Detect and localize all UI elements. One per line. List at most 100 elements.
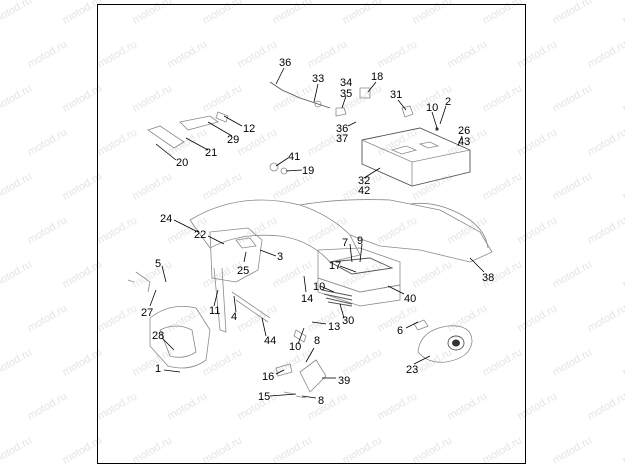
frame-tube-part (409, 203, 489, 249)
watermark-text: motod.ru (236, 214, 280, 246)
strap-part (231, 291, 271, 323)
watermark-text: motod.ru (131, 0, 175, 27)
support-rod-part (213, 267, 227, 333)
right-cover-cap (447, 335, 465, 351)
mount-plate-part (299, 359, 327, 393)
watermark-text: motod.ru (446, 38, 490, 70)
watermark-text: motod.ru (271, 0, 315, 27)
watermark-text: motod.ru (0, 346, 34, 378)
callout-29: 29 (227, 134, 239, 146)
callout-41: 41 (288, 151, 300, 163)
side-cover-part (209, 227, 263, 283)
watermark-text: motod.ru (621, 258, 625, 290)
watermark-text: motod.ru (201, 170, 245, 202)
callout-30: 30 (342, 315, 354, 327)
watermark-text: motod.ru (586, 214, 625, 246)
callout-7: 7 (342, 237, 348, 249)
watermark-text: motod.ru (131, 258, 175, 290)
watermark-text: motod.ru (0, 258, 34, 290)
callout-40: 40 (404, 293, 416, 305)
callout-36: 36 (279, 57, 291, 69)
diagram-frame (97, 4, 526, 464)
watermark-text: motod.ru (166, 390, 210, 422)
watermark-text: motod.ru (201, 0, 245, 27)
callout-17: 17 (329, 260, 341, 272)
callout-8: 8 (314, 335, 320, 347)
watermark-text: motod.ru (26, 302, 70, 334)
callout-27: 27 (141, 307, 153, 319)
watermark-text: motod.ru (481, 170, 525, 202)
callout-10c: 10 (289, 341, 301, 353)
watermark-text: motod.ru (26, 126, 70, 158)
callout-15: 15 (258, 391, 270, 403)
watermark-text: motod.ru (586, 390, 625, 422)
watermark-text: motod.ru (341, 0, 385, 27)
callout-20: 20 (176, 157, 188, 169)
watermark-text: motod.ru (271, 82, 315, 114)
watermark-text: motod.ru (26, 38, 70, 70)
watermark-text: motod.ru (481, 0, 525, 27)
callout-34: 34 (340, 77, 352, 89)
right-cover-part (417, 325, 473, 363)
side-cover-clip (235, 237, 257, 249)
lower-housing-inner (159, 325, 197, 358)
watermark-text: motod.ru (551, 0, 595, 27)
callout-26: 26 (458, 125, 470, 137)
callout-36b: 36 (336, 123, 348, 135)
callout-38: 38 (482, 272, 494, 284)
connector-part (314, 100, 322, 108)
watermark-text: motod.ru (586, 38, 625, 70)
watermark-text: motod.ru (411, 258, 455, 290)
callout-35: 35 (340, 88, 352, 100)
callout-16: 16 (262, 371, 274, 383)
callout-10: 10 (426, 102, 438, 114)
watermark-text: motod.ru (376, 38, 420, 70)
watermark-text: motod.ru (96, 126, 140, 158)
callout-1: 1 (155, 363, 161, 375)
callout-44: 44 (264, 335, 276, 347)
watermark-text: motod.ru (376, 214, 420, 246)
watermark-text: motod.ru (516, 302, 560, 334)
watermark-text: motod.ru (166, 38, 210, 70)
watermark-text: motod.ru (236, 38, 280, 70)
frame-border (97, 4, 526, 464)
watermark-text: motod.ru (341, 346, 385, 378)
watermark-text: motod.ru (96, 302, 140, 334)
callout-18: 18 (371, 71, 383, 83)
control-module-part (361, 127, 471, 187)
relay-part (359, 87, 371, 99)
watermark-text: motod.ru (131, 82, 175, 114)
callout-9: 9 (357, 235, 363, 247)
nut-part (269, 162, 279, 172)
cable-part (147, 125, 185, 149)
watermark-text: motod.ru (96, 214, 140, 246)
watermark-text: motod.ru (26, 390, 70, 422)
watermark-text: motod.ru (551, 170, 595, 202)
watermark-text: motod.ru (411, 434, 455, 466)
lower-housing-part (149, 305, 211, 369)
watermark-text: motod.ru (201, 82, 245, 114)
watermark-text: motod.ru (621, 82, 625, 114)
watermark-text: motod.ru (481, 434, 525, 466)
callout-12: 12 (243, 123, 255, 135)
callout-3: 3 (277, 251, 283, 263)
callout-31: 31 (390, 89, 402, 101)
watermark-text: motod.ru (551, 434, 595, 466)
control-module-edges (361, 139, 471, 186)
callout-42: 42 (358, 185, 370, 197)
callout-32: 32 (358, 175, 370, 187)
pivot-bolt-part (127, 271, 151, 293)
callout-25: 25 (237, 265, 249, 277)
watermark-text: motod.ru (551, 346, 595, 378)
watermark-text: motod.ru (0, 0, 34, 27)
callout-22: 22 (194, 229, 206, 241)
clip-part (215, 111, 229, 123)
callout-24: 24 (160, 213, 172, 225)
watermark-text: motod.ru (306, 390, 350, 422)
watermark-text: motod.ru (516, 38, 560, 70)
watermark-text: motod.ru (271, 434, 315, 466)
watermark-text: motod.ru (306, 38, 350, 70)
callout-13: 13 (328, 321, 340, 333)
